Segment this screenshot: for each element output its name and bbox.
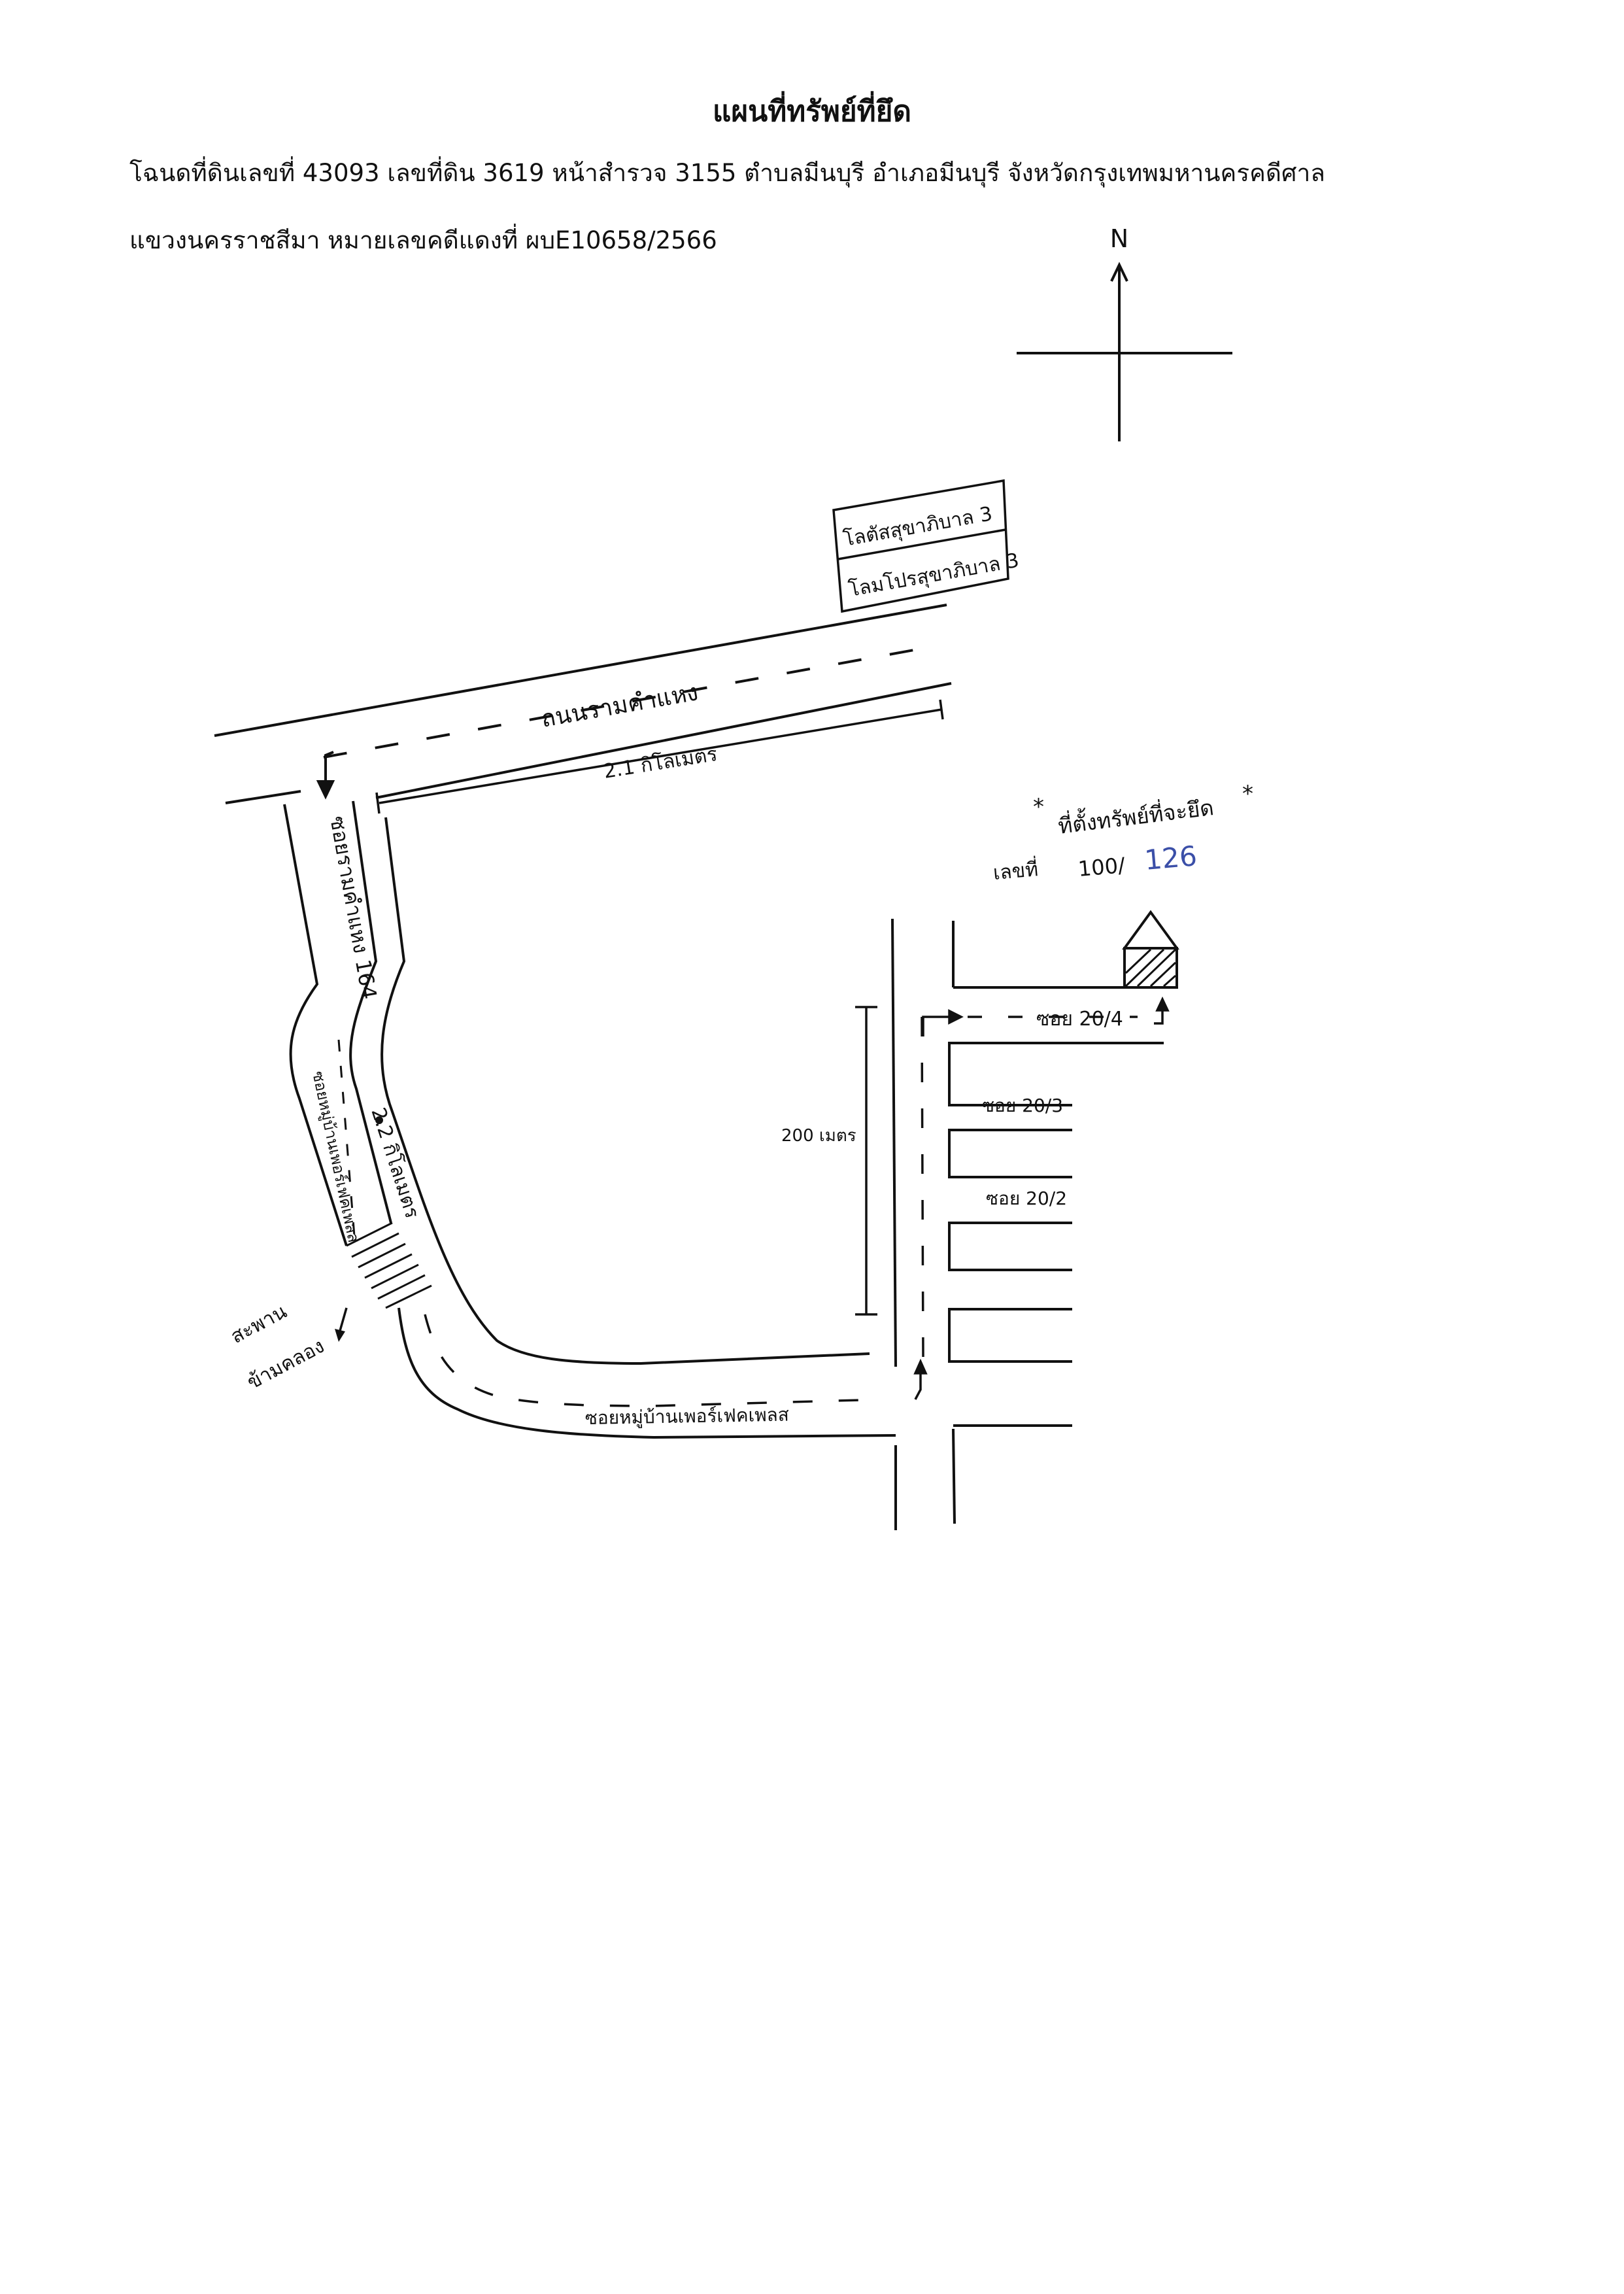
house-body: [1123, 947, 1178, 989]
turn-arrow-property-icon: [1154, 1007, 1164, 1025]
turn-arrow-icon: [316, 751, 335, 800]
distance-marker-200: [855, 1006, 877, 1316]
bridge-pointer-head-icon: [335, 1329, 345, 1342]
soi-164-centerline: [337, 1039, 356, 1237]
property-title-star-right: *: [1242, 781, 1253, 807]
landmark-sign: [832, 479, 1009, 613]
soi-village-centerline: [424, 1314, 883, 1407]
case-info-line: แขวงนครราชสีมา หมายเลขคดีแดงที่ ผบE10658…: [129, 226, 717, 254]
right-street-centerline: [921, 1016, 924, 1358]
sign-box-outline: [832, 479, 1009, 613]
distance-marker-soi: [375, 1116, 383, 1124]
house-roof: [1122, 910, 1179, 950]
main-road-south-edge-west: [225, 790, 301, 804]
soi-164-east-edge: [349, 800, 392, 1224]
soi-20-3-block: [948, 1042, 1164, 1106]
bridge-label-1: สะพาน: [227, 1300, 290, 1348]
document-title: แผนที่ทรัพย์ที่ยึด: [712, 95, 911, 128]
soi-20-1-block: [948, 1308, 1072, 1363]
property-number-prefix: เลขที่: [992, 855, 1039, 885]
soi-village-horizontal-label: ซอยหมู่บ้านเพอร์เฟคเพลส: [585, 1404, 790, 1429]
compass-north-label: N: [1110, 224, 1128, 253]
turn-arrow-north-icon: [914, 1370, 922, 1400]
right-street-east-edge-south: [952, 1428, 956, 1524]
soi-20-4-label: ซอย 20/4: [1036, 1008, 1123, 1031]
distance-tick-left: [375, 792, 381, 814]
distance-line-main: [379, 708, 942, 804]
soi-20-2-block: [948, 1222, 1072, 1271]
sign-divider: [837, 528, 1006, 560]
main-road: [214, 604, 952, 804]
north-arrow-icon: [1110, 262, 1128, 282]
distance-dot: [375, 1116, 383, 1124]
soi-164-west-edge: [283, 804, 348, 1246]
soi-20-3-lower: [948, 1129, 1072, 1178]
right-street: [891, 918, 1165, 1530]
distance-label-200: 200 เมตร: [781, 1126, 856, 1146]
bridge-pointer-arrow-icon: [339, 1307, 348, 1331]
main-road-south-edge-east: [375, 682, 952, 799]
soi-20-3-label: ซอย 20/3: [982, 1095, 1063, 1116]
turn-arrow-soi-20-4-icon: [922, 1016, 953, 1036]
property-title: ที่ตั้งทรัพย์ที่จะยึด: [1057, 792, 1215, 839]
main-road-north-edge: [214, 604, 947, 737]
soi-village-vertical-label: ซอยหมู่บ้านเพอร์เฟคเพลส: [308, 1069, 363, 1244]
bridge-label-2: ข้ามคลอง: [243, 1335, 328, 1394]
distance-tick-right: [939, 699, 944, 720]
bridge-hatching: [346, 1222, 432, 1309]
soi-164-label: ซอยรามคำแหง 164: [325, 814, 382, 1001]
soi-village-road: [398, 1307, 896, 1439]
soi-20-2-label: ซอย 20/2: [986, 1188, 1067, 1209]
side-sois: [948, 1042, 1164, 1363]
property-number-sub: 126: [1143, 840, 1198, 876]
right-street-west-edge-north: [891, 918, 897, 1367]
soi-village-south-edge: [398, 1307, 896, 1439]
property-number-main: 100/: [1077, 853, 1126, 882]
property-title-star-left: *: [1033, 794, 1044, 820]
turn-arrows: [913, 996, 1170, 1400]
distance-marker-main: [375, 699, 944, 814]
main-road-label: ถนนรามคำแหง: [539, 679, 700, 733]
property-house-icon: [1122, 910, 1179, 989]
compass: [1017, 262, 1232, 441]
soi-ramkhamhaeng-164: [283, 800, 870, 1365]
soi-164-outer-edge: [381, 817, 870, 1365]
deed-info-line: โฉนดที่ดินเลขที่ 43093 เลขที่ดิน 3619 หน…: [129, 159, 1325, 187]
